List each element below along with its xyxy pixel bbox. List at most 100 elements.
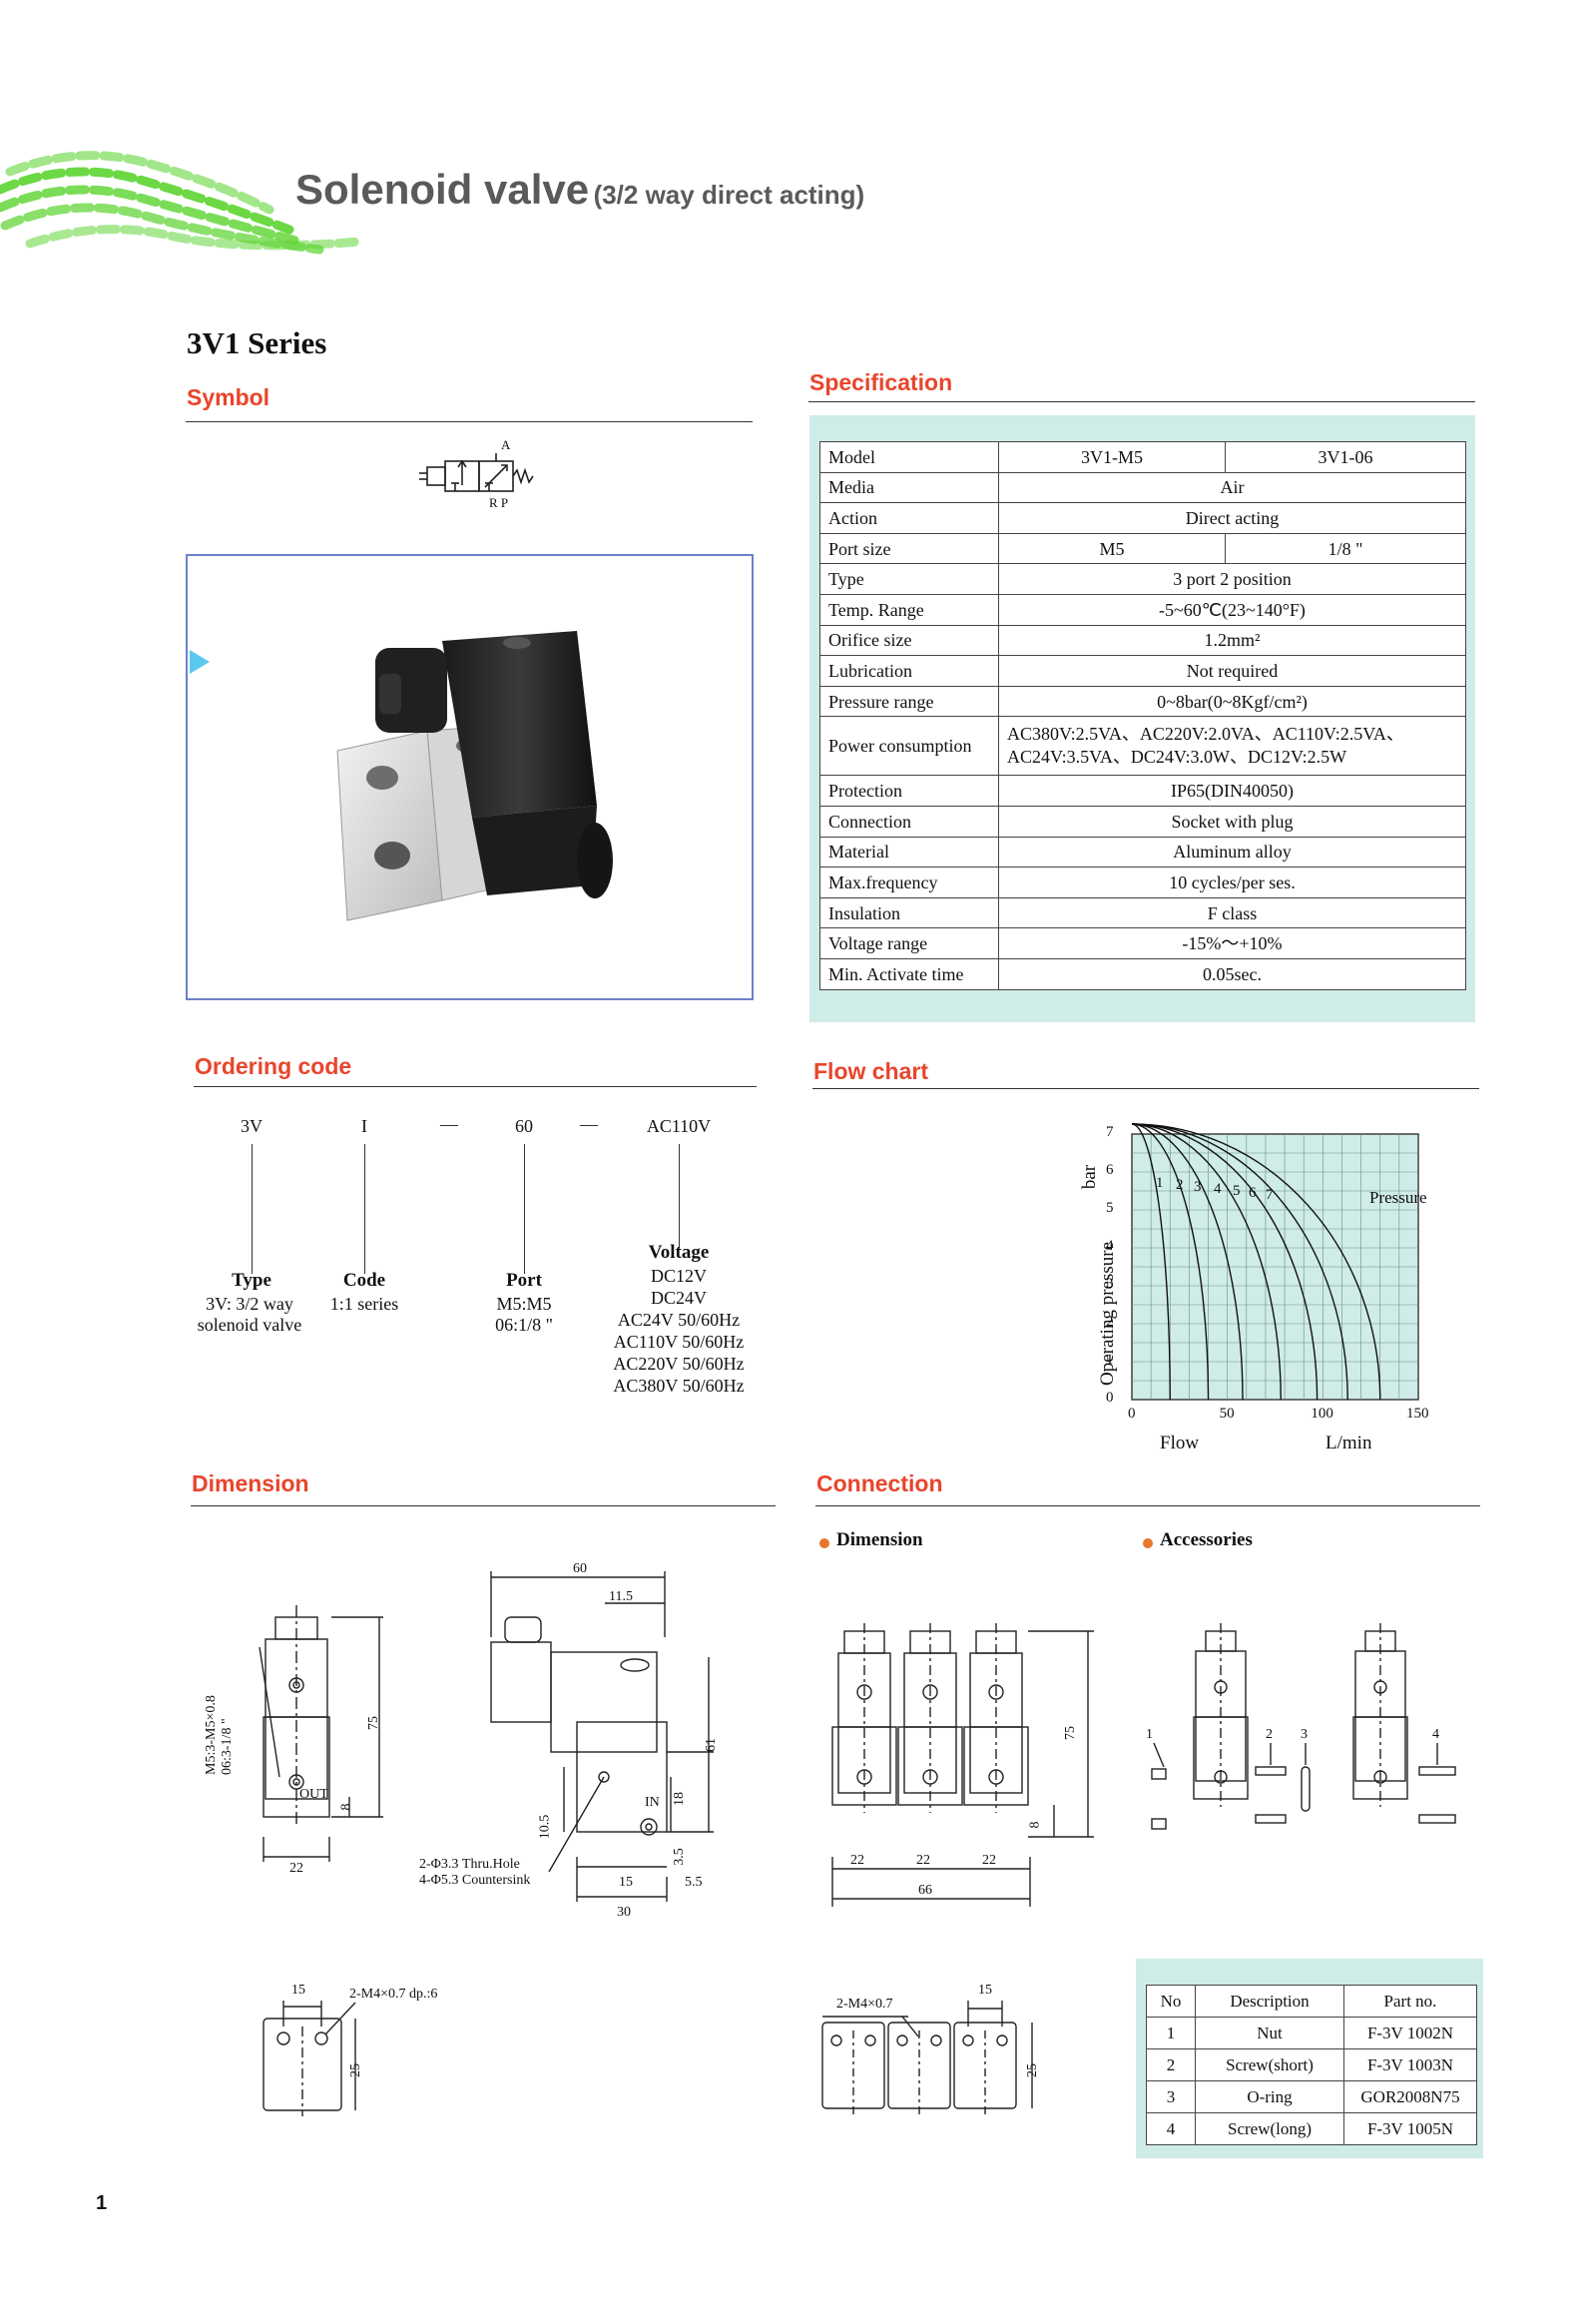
valve-symbol: A R P bbox=[419, 437, 559, 510]
side-hole-note-2: 4-Φ5.3 Countersink bbox=[419, 1873, 531, 1888]
accessory-callout-3: 3 bbox=[1301, 1727, 1308, 1742]
spec-value: Not required bbox=[998, 655, 1466, 687]
type-line-1: 3V: 3/2 way bbox=[206, 1294, 293, 1314]
connection-accessories-bullet bbox=[1143, 1538, 1153, 1548]
voltage-item: AC110V 50/60Hz bbox=[613, 1332, 745, 1352]
flow-chart-heading: Flow chart bbox=[813, 1058, 929, 1084]
specification-panel: Model 3V1-M5 3V1-06 Media Air Action Dir… bbox=[809, 415, 1475, 1022]
voltage-title: Voltage bbox=[648, 1242, 710, 1263]
connection-dimension-bullet bbox=[819, 1538, 829, 1548]
manifold-width-22c: 22 bbox=[982, 1853, 996, 1868]
spec-label: Media bbox=[819, 471, 999, 504]
voltage-item: AC24V 50/60Hz bbox=[617, 1310, 741, 1330]
front-height-8: 8 bbox=[338, 1803, 354, 1811]
side-height-61: 61 bbox=[704, 1738, 719, 1752]
voltage-item: AC380V 50/60Hz bbox=[613, 1376, 745, 1396]
manifold-bottom-view: 2-M4×0.7 15 25 bbox=[818, 1983, 1068, 2126]
spec-row-power: Power consumption AC380V:2.5VA、AC220V:2.… bbox=[819, 716, 1466, 777]
spec-row: Pressure range 0~8bar(0~8Kgf/cm²) bbox=[819, 685, 1466, 718]
cell-part-no: GOR2008N75 bbox=[1343, 2080, 1477, 2113]
x-tick-label: 50 bbox=[1219, 1406, 1235, 1422]
spec-row: Lubrication Not required bbox=[819, 655, 1466, 687]
y-tick-label: 3 bbox=[1106, 1276, 1114, 1292]
spec-value: 3 port 2 position bbox=[998, 563, 1466, 595]
spec-label: Model bbox=[819, 441, 999, 473]
y-tick-label: 4 bbox=[1106, 1238, 1114, 1254]
side-width-11-5: 11.5 bbox=[609, 1589, 633, 1604]
spec-row: Insulation F class bbox=[819, 896, 1466, 929]
spec-model-06: 3V1-06 bbox=[1225, 441, 1466, 473]
spec-label: Protection bbox=[819, 775, 999, 807]
manifold-height-25: 25 bbox=[1025, 2063, 1040, 2077]
type-title: Type bbox=[232, 1270, 271, 1291]
spec-label: Insulation bbox=[819, 896, 999, 929]
spec-label: Orifice size bbox=[819, 624, 999, 657]
spec-row: Temp. Range -5~60℃(23~140°F) bbox=[819, 593, 1466, 626]
table-row: 3 O-ring GOR2008N75 bbox=[1146, 2080, 1477, 2113]
order-code-voltage: AC110V bbox=[646, 1116, 712, 1136]
cell-description: Screw(long) bbox=[1195, 2112, 1344, 2145]
header-swoosh bbox=[0, 150, 379, 260]
cell-no: 3 bbox=[1146, 2080, 1196, 2113]
chart-legend-label: Pressure bbox=[1369, 1188, 1427, 1207]
specification-heading: Specification bbox=[809, 369, 953, 395]
y-axis-label: Operating pressure bbox=[1097, 1241, 1118, 1387]
spec-row: Action Direct acting bbox=[819, 502, 1466, 534]
spec-row: Protection IP65(DIN40050) bbox=[819, 775, 1466, 807]
ordering-code-heading: Ordering code bbox=[195, 1053, 352, 1079]
connection-accessories-title: Accessories bbox=[1160, 1529, 1253, 1550]
spec-row: Material Aluminum alloy bbox=[819, 836, 1466, 869]
spec-label: Action bbox=[819, 502, 999, 534]
spec-label: Type bbox=[819, 563, 999, 595]
y-tick-label: 0 bbox=[1106, 1390, 1114, 1406]
spec-value: 0~8bar(0~8Kgf/cm²) bbox=[998, 685, 1466, 718]
side-height-10-5: 10.5 bbox=[537, 1814, 553, 1840]
symbol-label-rp: R P bbox=[489, 495, 509, 510]
cell-description: O-ring bbox=[1195, 2080, 1344, 2113]
side-width-60: 60 bbox=[573, 1561, 587, 1576]
manifold-thread-note: 2-M4×0.7 bbox=[836, 1997, 893, 2012]
cell-part-no: F-3V 1002N bbox=[1343, 2017, 1477, 2049]
cell-no: 4 bbox=[1146, 2112, 1196, 2145]
spec-label: Voltage range bbox=[819, 927, 999, 959]
series-label-7: 7 bbox=[1266, 1186, 1274, 1203]
series-label-4: 4 bbox=[1214, 1180, 1222, 1197]
x-tick-label: 150 bbox=[1406, 1406, 1429, 1422]
voltage-item: AC220V 50/60Hz bbox=[613, 1354, 745, 1374]
manifold-width-22b: 22 bbox=[916, 1853, 930, 1868]
cell-part-no: F-3V 1003N bbox=[1343, 2048, 1477, 2081]
front-port-label-2: 06:3-1/8 " bbox=[220, 1718, 235, 1775]
accessories-header-row: No Description Part no. bbox=[1146, 1985, 1477, 2018]
pressure-curve-6 bbox=[1131, 1123, 1348, 1401]
order-code-code: I bbox=[361, 1116, 367, 1136]
solenoid-valve-photo bbox=[336, 631, 613, 921]
power-line-2: AC24V:3.5VA、DC24V:3.0W、DC12V:2.5W bbox=[1007, 747, 1347, 768]
page-number: 1 bbox=[96, 2192, 108, 2214]
voltage-item: DC24V bbox=[650, 1288, 707, 1308]
code-title: Code bbox=[342, 1270, 386, 1291]
accessories-panel: No Description Part no. 1 Nut F-3V 1002N… bbox=[1136, 1959, 1483, 2158]
series-title: 3V1 Series bbox=[187, 325, 327, 360]
symbol-heading: Symbol bbox=[187, 384, 270, 410]
pressure-curve-7 bbox=[1131, 1123, 1381, 1401]
accessories-table: No Description Part no. 1 Nut F-3V 1002N… bbox=[1146, 1985, 1477, 2145]
manifold-front-view: 75 8 22 22 22 66 bbox=[818, 1617, 1118, 1917]
spec-value: -5~60℃(23~140°F) bbox=[998, 593, 1466, 626]
dimension-bottom-view: 15 2-M4×0.7 dp.:6 25 bbox=[260, 1983, 489, 2126]
side-in-label: IN bbox=[645, 1795, 660, 1810]
spec-row: Voltage range -15%～+10% bbox=[819, 927, 1466, 959]
cell-description: Screw(short) bbox=[1195, 2048, 1344, 2081]
manifold-width-66: 66 bbox=[918, 1883, 932, 1898]
series-label-5: 5 bbox=[1233, 1182, 1241, 1199]
spec-value: IP65(DIN40050) bbox=[998, 775, 1466, 807]
side-width-30: 30 bbox=[617, 1905, 631, 1920]
x-axis-unit: L/min bbox=[1325, 1433, 1372, 1453]
manifold-width-15: 15 bbox=[978, 1983, 992, 1998]
page-title: Solenoid valve bbox=[295, 166, 590, 213]
voltage-item: DC12V bbox=[650, 1266, 707, 1286]
cell-no: 2 bbox=[1146, 2048, 1196, 2081]
spec-row: Type 3 port 2 position bbox=[819, 563, 1466, 595]
front-height-75: 75 bbox=[366, 1716, 381, 1730]
manifold-width-22a: 22 bbox=[850, 1853, 864, 1868]
